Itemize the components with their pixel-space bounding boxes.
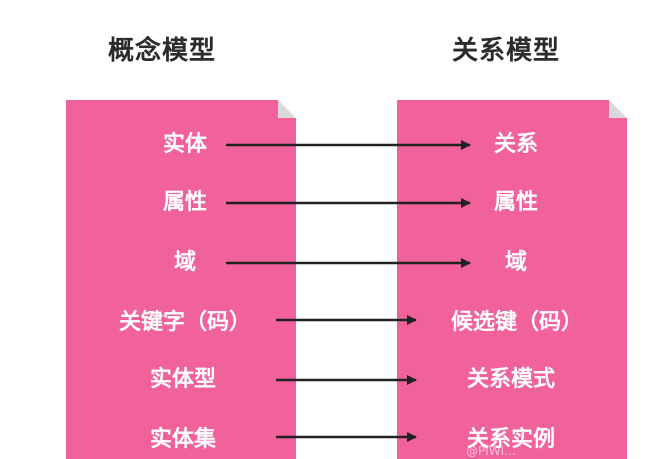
- watermark: @PIWI...: [466, 444, 516, 458]
- concept-item-entity-type: 实体型: [149, 367, 216, 392]
- concept-item-domain: 域: [173, 250, 196, 275]
- relational-item-relation-schema: 关系模式: [466, 367, 555, 392]
- relational-item-candidate-key: 候选键（码）: [450, 310, 583, 335]
- relational-item-relation: 关系: [493, 132, 538, 157]
- relational-item-relation-instance: 关系实例: [466, 427, 555, 452]
- conceptual-model-panel: [66, 100, 296, 459]
- page-fold-corner: [609, 100, 627, 118]
- page-fold-corner: [278, 100, 296, 118]
- concept-item-key: 关键字（码）: [118, 310, 251, 335]
- concept-item-entity: 实体: [162, 132, 207, 157]
- relational-model-title: 关系模型: [452, 36, 561, 66]
- relational-model-panel: [397, 100, 627, 459]
- concept-item-attribute: 属性: [162, 190, 207, 215]
- conceptual-model-title: 概念模型: [108, 36, 217, 66]
- relational-item-attribute: 属性: [493, 190, 538, 215]
- concept-item-entity-set: 实体集: [149, 427, 216, 452]
- relational-item-domain: 域: [504, 250, 527, 275]
